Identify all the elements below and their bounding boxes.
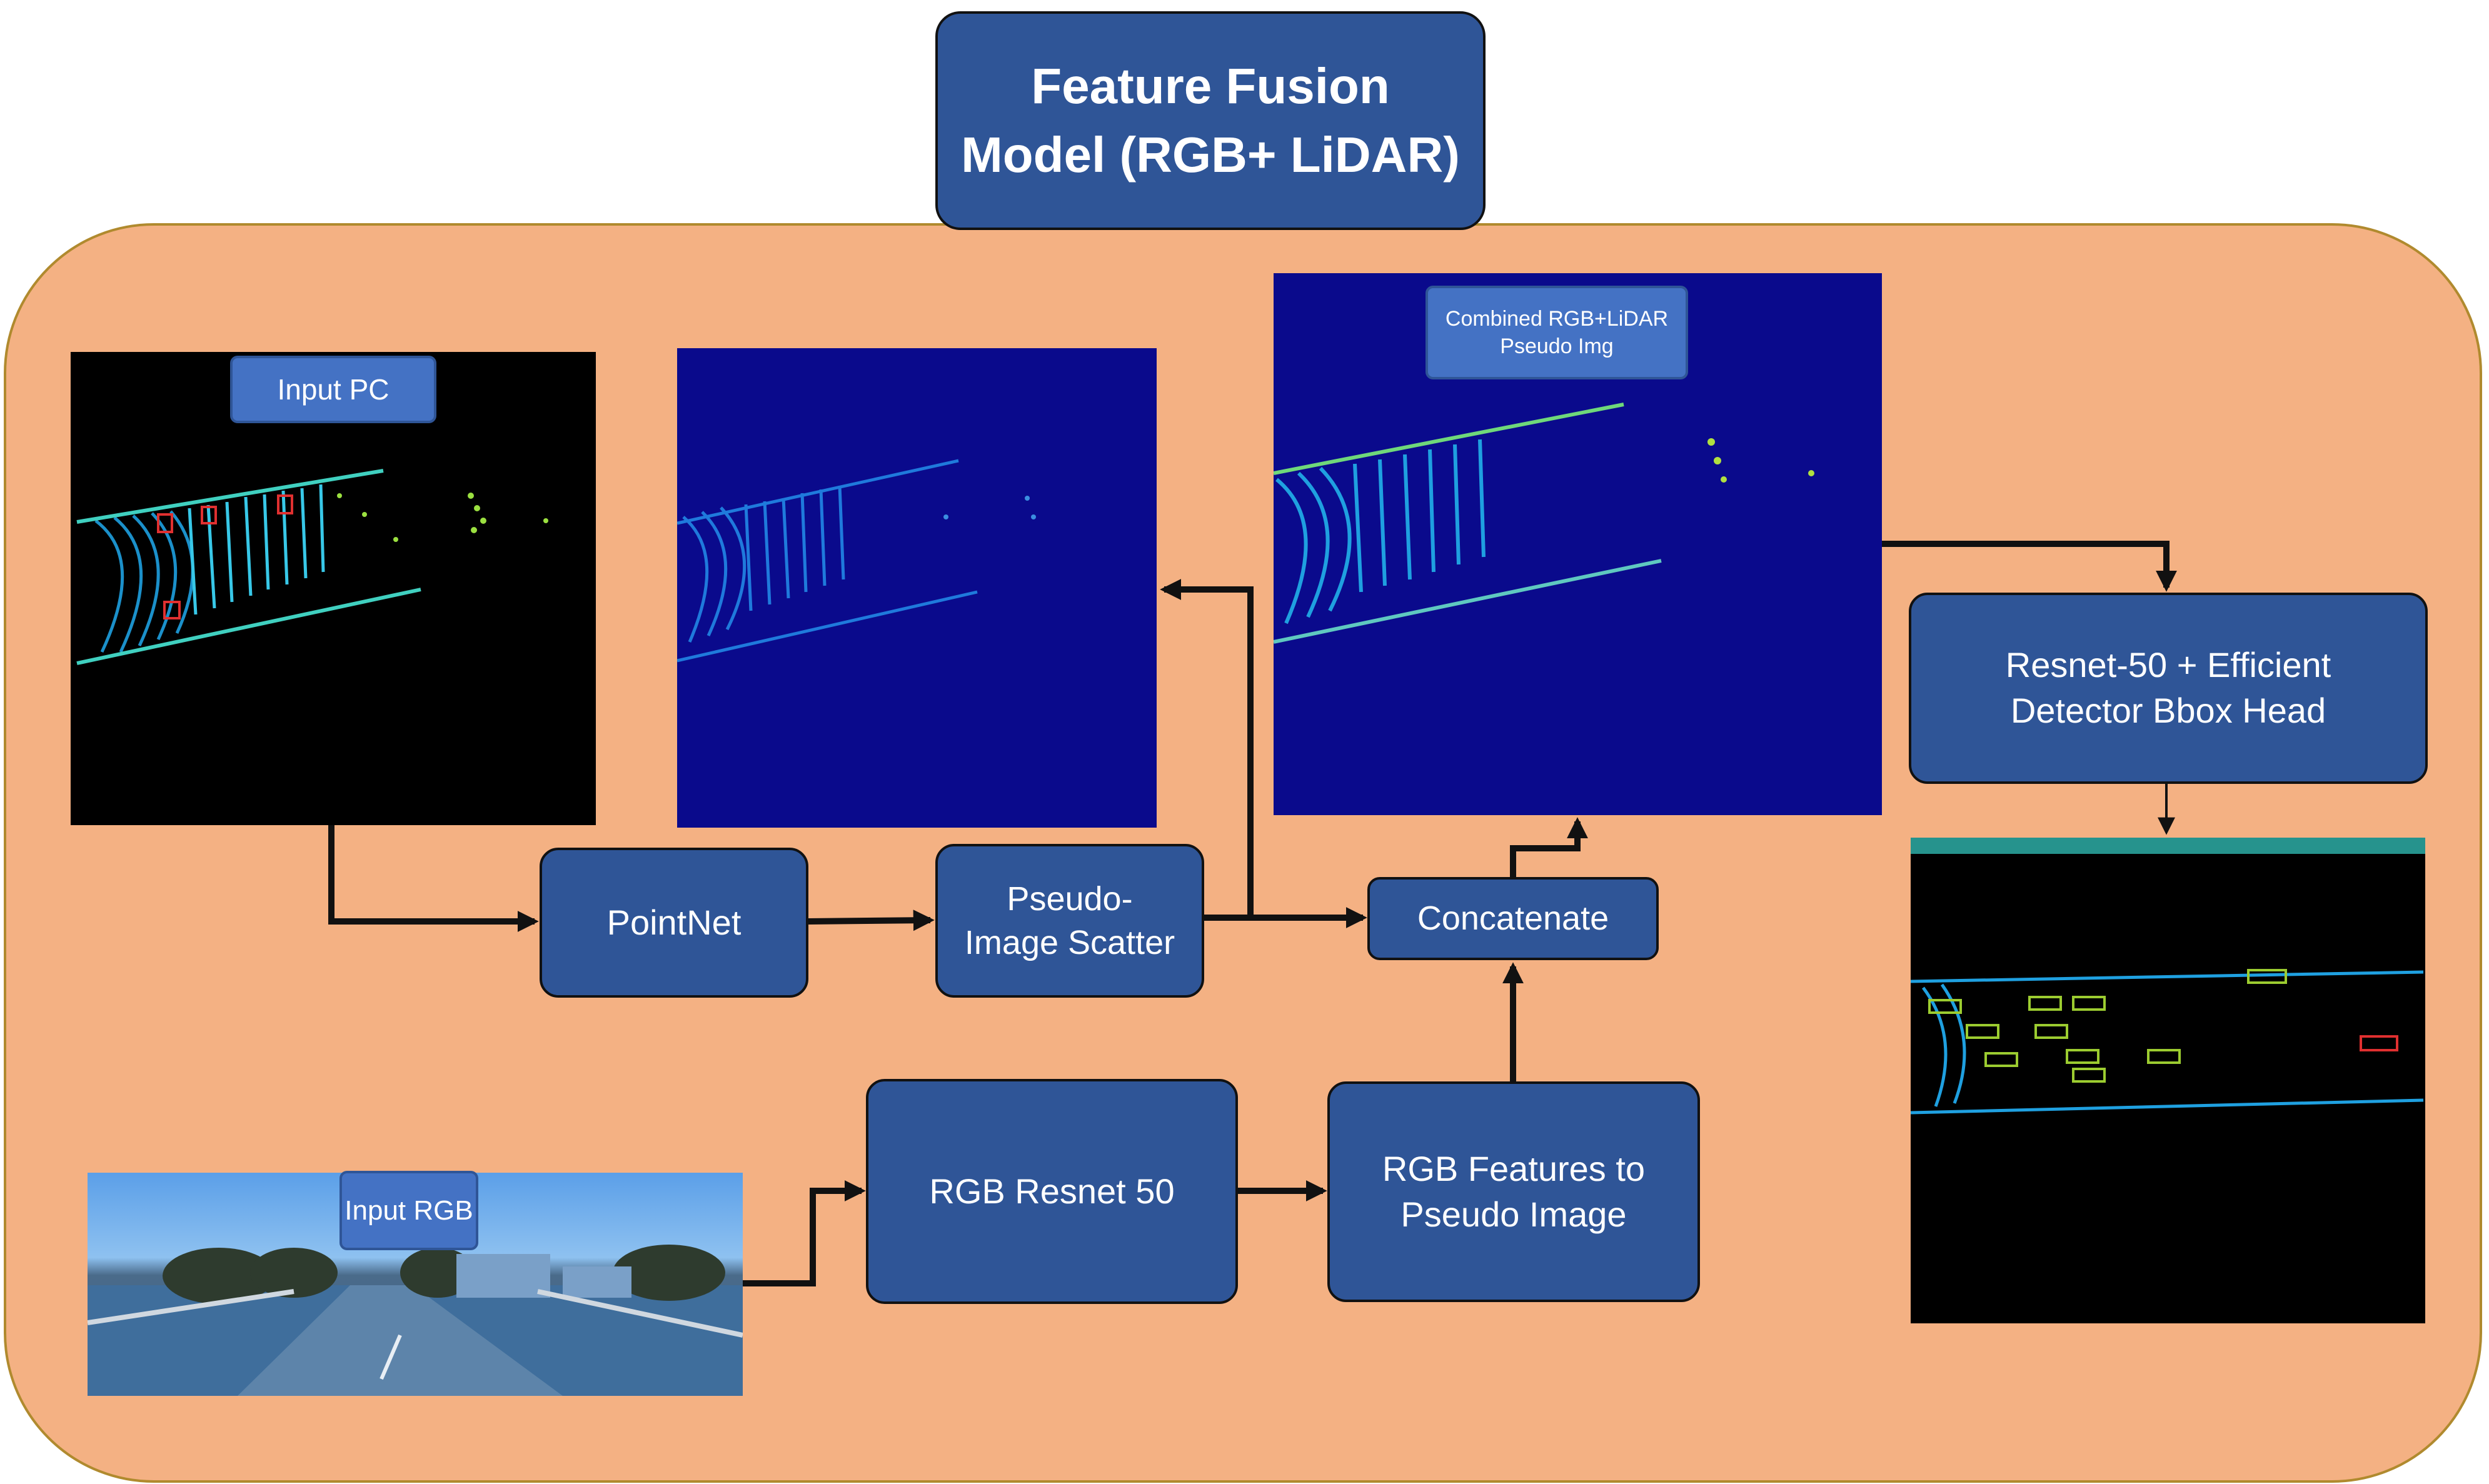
title-box: Feature Fusion Model (RGB+ LiDAR) [935,11,1486,230]
combined-pseudo-image-scan [1274,403,1814,644]
input-rgb-label: Input RGB [339,1171,478,1250]
input-rgb-label-text: Input RGB [344,1195,473,1226]
pseudo-image-scan [677,459,1036,663]
rgb-resnet-block: RGB Resnet 50 [866,1079,1238,1304]
detector-text: Resnet-50 + Efficient Detector Bbox Head [2005,645,2331,730]
arrow-rgb-image-to-resnet [743,1180,866,1286]
arrow-combined-to-detector [1882,541,2178,592]
output-detection-image [1911,838,2425,1323]
scatter-block: Pseudo-Image Scatter [935,844,1204,998]
output-detection-scan [1911,838,2425,1115]
input-pc-label: Input PC [230,356,436,423]
pseudo-image [677,348,1157,828]
arrow-pc-to-pointnet [328,825,539,933]
arrow-concatenate-to-combined [1510,817,1589,877]
concatenate-block: Concatenate [1367,877,1659,960]
rgb-to-pseudo-block: RGB Features to Pseudo Image [1327,1081,1700,1302]
scatter-text: Pseudo-Image Scatter [964,880,1175,961]
input-pc-label-text: Input PC [277,373,390,406]
input-rgb-scene [88,1245,743,1396]
concatenate-text: Concatenate [1417,900,1609,938]
arrow-scatter-to-pseudo-image [1160,578,1254,918]
pointnet-block: PointNet [540,848,808,998]
rgb-to-pseudo-text: RGB Features to Pseudo Image [1382,1148,1646,1234]
title-text: Feature Fusion Model (RGB+ LiDAR) [961,58,1460,183]
combined-label-text: Combined RGB+LiDAR Pseudo Img [1445,306,1669,358]
input-pc-scan [76,469,548,665]
input-pc-image [71,352,596,825]
combined-label: Combined RGB+LiDAR Pseudo Img [1426,286,1688,379]
rgb-resnet-text: RGB Resnet 50 [929,1171,1175,1211]
detector-block: Resnet-50 + Efficient Detector Bbox Head [1909,593,2428,784]
pointnet-text: PointNet [606,902,742,942]
arrow-pointnet-to-scatter [808,910,935,931]
